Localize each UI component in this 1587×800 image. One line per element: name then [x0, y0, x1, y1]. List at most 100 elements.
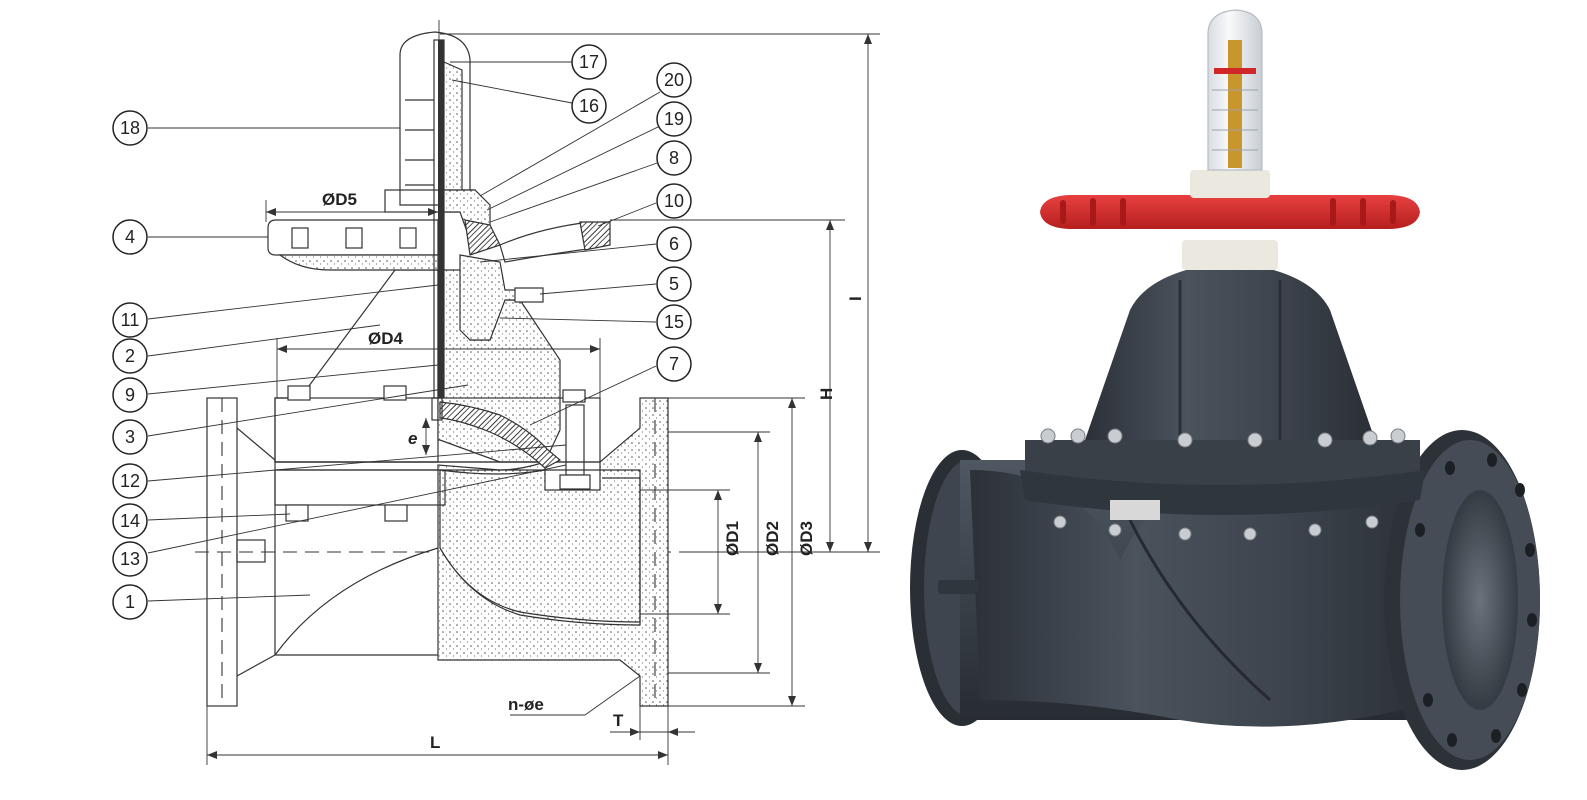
- right-flange-bolt-holes: [1415, 453, 1537, 747]
- callouts: 17 16 20 19 8 10 6 5 15 7 18 4 11 2 9 3 …: [112, 44, 692, 620]
- svg-text:1: 1: [125, 592, 135, 612]
- dim-label-bolt-holes: n-øe: [508, 695, 544, 714]
- wheel-rim-section: [579, 221, 611, 251]
- indicator-cap: [399, 31, 471, 206]
- callout-10: 10: [656, 183, 692, 219]
- callout-7: 7: [656, 346, 692, 382]
- callout-19: 19: [656, 101, 692, 137]
- bonnet-flange-photo: [1025, 440, 1420, 488]
- bolt-upper-3: [562, 389, 586, 403]
- bolt-section-stud: [565, 404, 585, 476]
- svg-text:9: 9: [125, 385, 135, 405]
- o-ring-section: [464, 219, 501, 256]
- bolt-lower-2: [384, 504, 408, 522]
- svg-text:8: 8: [669, 148, 679, 168]
- dim-label-d5: ØD5: [322, 190, 357, 209]
- bolt-lower-1: [285, 504, 309, 522]
- dim-label-i: I: [846, 296, 865, 301]
- callout-16: 16: [571, 88, 607, 124]
- handwheel-rib-3: [399, 227, 417, 249]
- callout-12: 12: [112, 463, 148, 499]
- callout-6: 6: [656, 226, 692, 262]
- svg-text:4: 4: [125, 227, 135, 247]
- handwheel-grips: [1060, 198, 1396, 226]
- left-boss-photo: [938, 580, 978, 594]
- svg-text:5: 5: [669, 274, 679, 294]
- svg-text:15: 15: [664, 312, 684, 332]
- body-curve-left: [274, 547, 439, 656]
- indicator-stem: [1228, 40, 1242, 168]
- svg-text:19: 19: [664, 109, 684, 129]
- right-flange-bore: [1442, 490, 1518, 710]
- callout-18: 18: [112, 110, 148, 146]
- leader-bolt-holes: [584, 675, 641, 716]
- callout-9: 9: [112, 377, 148, 413]
- technical-drawing: ØD5 ØD4 e H I ØD1 ØD2 ØD3 L T n-øe: [112, 20, 880, 765]
- svg-text:18: 18: [120, 118, 140, 138]
- dim-label-e: e: [408, 429, 417, 448]
- handwheel-section: [267, 219, 439, 256]
- svg-text:3: 3: [125, 427, 135, 447]
- dim-label-t: T: [613, 711, 624, 730]
- callout-13: 13: [112, 541, 148, 577]
- svg-text:14: 14: [120, 511, 140, 531]
- label-plate: [1110, 500, 1160, 520]
- callout-8: 8: [656, 140, 692, 176]
- callout-leaders: [147, 61, 661, 602]
- set-screw: [514, 287, 544, 303]
- callout-1: 1: [112, 584, 148, 620]
- callout-4: 4: [112, 219, 148, 255]
- stem-section: [438, 40, 444, 398]
- svg-text:2: 2: [125, 346, 135, 366]
- callout-17: 17: [571, 44, 607, 80]
- callout-3: 3: [112, 419, 148, 455]
- diaphragm: [439, 401, 562, 469]
- bonnet-ribs: [1178, 280, 1282, 440]
- callout-14: 14: [112, 503, 148, 539]
- bonnet-bolts: [1040, 428, 1406, 541]
- hub-collar: [1182, 240, 1278, 270]
- bolt-upper-1: [287, 385, 311, 401]
- callout-5: 5: [656, 266, 692, 302]
- svg-text:17: 17: [579, 52, 599, 72]
- body-flange-left: [274, 469, 446, 506]
- indicator-graduations: [1212, 89, 1258, 151]
- svg-text:10: 10: [664, 191, 684, 211]
- svg-text:12: 12: [120, 471, 140, 491]
- svg-text:11: 11: [121, 310, 140, 330]
- cap-section: [443, 61, 463, 206]
- svg-text:7: 7: [669, 354, 679, 374]
- callout-2: 2: [112, 338, 148, 374]
- valve-product-illustration: [910, 9, 1540, 770]
- callout-20: 20: [656, 62, 692, 98]
- handwheel: [1040, 195, 1420, 229]
- dim-label-l: L: [430, 733, 440, 752]
- svg-text:16: 16: [579, 96, 599, 116]
- indicator-mark: [1214, 68, 1256, 74]
- dim-label-d4: ØD4: [368, 329, 404, 348]
- body-bulge: [970, 470, 1440, 727]
- left-boss: [236, 539, 266, 563]
- indicator-base: [1190, 170, 1270, 198]
- body-inner-bore: [439, 477, 641, 623]
- bolt-upper-2: [383, 385, 407, 401]
- left-body-upper: [236, 427, 276, 461]
- handwheel-hub-section: [278, 254, 439, 271]
- left-body-lower: [236, 654, 276, 677]
- bonnet-cone: [1085, 262, 1375, 440]
- svg-text:6: 6: [669, 234, 679, 254]
- dim-label-d1: ØD1: [723, 521, 742, 556]
- bolt-section-nut: [559, 474, 591, 490]
- svg-text:13: 13: [120, 549, 140, 569]
- dim-label-d3: ØD3: [797, 521, 816, 556]
- svg-text:20: 20: [664, 70, 684, 90]
- dim-label-h: H: [817, 388, 836, 400]
- body-seam: [1128, 519, 1271, 702]
- dimension-arrows: [207, 34, 872, 759]
- handwheel-rib-1: [291, 227, 309, 249]
- handwheel-rib-2: [345, 227, 363, 249]
- callout-11: 11: [112, 302, 148, 338]
- callout-15: 15: [656, 304, 692, 340]
- dim-label-d2: ØD2: [763, 521, 782, 556]
